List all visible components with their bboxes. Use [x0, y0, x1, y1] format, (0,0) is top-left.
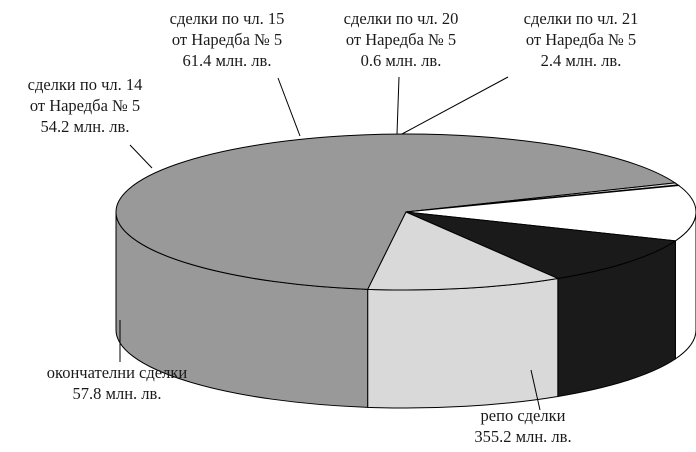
slice-labels: репо сделки 355.2 млн. лв. сделки по чл. 2… [28, 9, 639, 446]
slice-label-3: сделки по чл. 15 [170, 9, 285, 28]
leader-line-2 [396, 76, 400, 135]
slice-value-4: 54.2 млн. лв. [41, 117, 130, 136]
slice-label-3: от Наредба № 5 [172, 30, 282, 49]
slice-value-2: 0.6 млн. лв. [361, 51, 442, 70]
slice-label-1: сделки по чл. 21 [524, 9, 639, 28]
slice-value-5: 57.8 млн. лв. [73, 384, 162, 403]
pie-slice-0 [115, 133, 677, 290]
pie-slices [115, 133, 696, 291]
slice-label-1: от Наредба № 5 [526, 30, 636, 49]
slice-label-5: окончателни сделки [47, 363, 188, 382]
pie-slice-5 [366, 211, 560, 291]
leader-line-1 [401, 76, 509, 135]
pie-side-5-0 [367, 277, 559, 409]
slice-label-2: от Наредба № 5 [346, 30, 456, 49]
leader-line-4 [129, 144, 153, 169]
slice-label-0: репо сделки [481, 406, 566, 425]
leader-line-0 [530, 369, 541, 411]
slice-value-1: 2.4 млн. лв. [541, 51, 622, 70]
leader-line-3 [277, 77, 301, 137]
slice-label-2: сделки по чл. 20 [344, 9, 459, 28]
slice-label-4: сделки по чл. 14 [28, 75, 143, 94]
slice-value-0: 355.2 млн. лв. [474, 427, 571, 446]
slice-value-3: 61.4 млн. лв. [183, 51, 272, 70]
slice-label-4: от Наредба № 5 [30, 96, 140, 115]
leader-lines [119, 76, 541, 411]
pie-slice-4 [405, 211, 677, 279]
